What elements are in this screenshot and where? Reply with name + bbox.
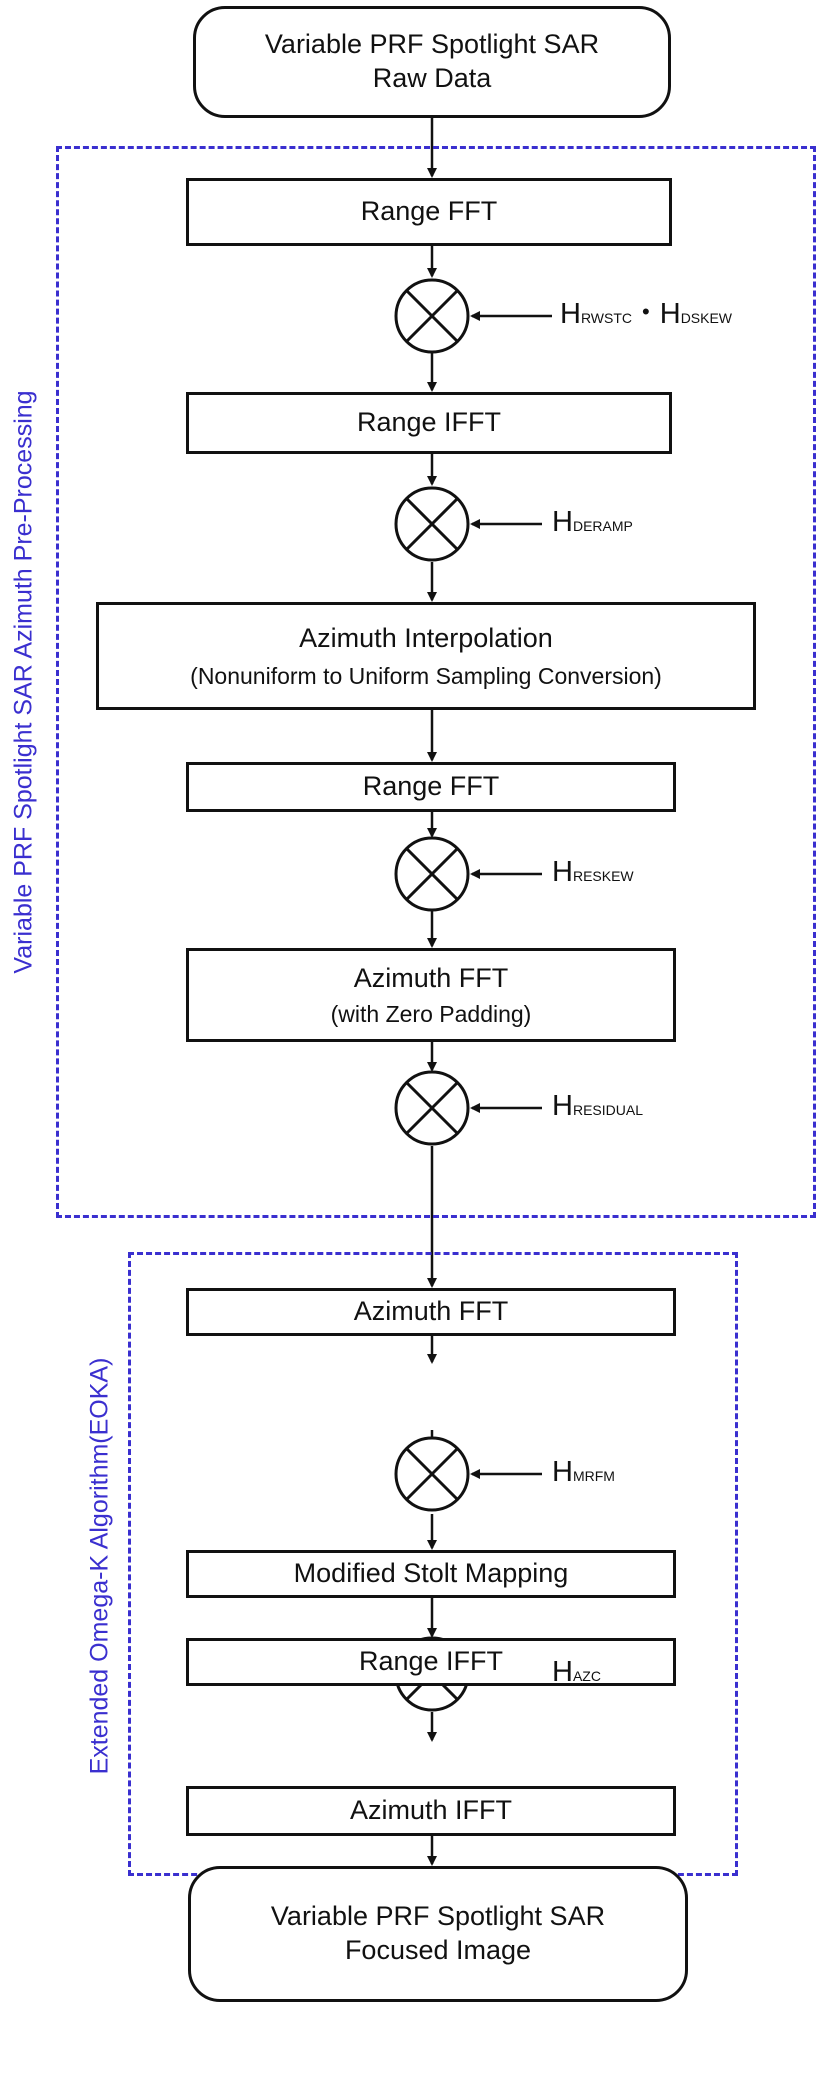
filter-subscript: AZC [572, 1668, 601, 1684]
filter-subscript: DSKEW [680, 310, 733, 326]
filter-letter: H [659, 298, 681, 330]
filter-label-reskew: HRESKEW [552, 856, 634, 889]
input-node: Variable PRF Spotlight SAR Raw Data [193, 6, 671, 118]
step-label: Range FFT [360, 196, 498, 227]
filter-label-deramp: HDERAMP [552, 506, 633, 539]
filter-label-azc: HAZC [552, 1656, 601, 1689]
multiplier-node [394, 278, 470, 354]
step-range-ifft: Range IFFT [186, 392, 672, 454]
step-label: Range IFFT [356, 407, 502, 438]
step-label: Azimuth FFT [353, 1296, 509, 1327]
step-label: Range IFFT [358, 1646, 504, 1677]
filter-subscript: RESIDUAL [572, 1102, 643, 1118]
step-sublabel: (Nonuniform to Uniform Sampling Conversi… [190, 662, 662, 689]
filter-letter: H [552, 856, 573, 888]
multiplier-node [394, 836, 470, 912]
step-range-ifft-eoka: Range IFFT [186, 1638, 676, 1686]
step-modified-stolt-mapping: Modified Stolt Mapping [186, 1550, 676, 1598]
filter-subscript: RESKEW [572, 868, 634, 884]
step-label: Azimuth FFT [353, 962, 509, 993]
filter-subscript: RWSTC [580, 310, 633, 326]
eoka-group-title: Extended Omega-K Algorithm(EOKA) [85, 1357, 114, 1775]
step-label: Azimuth IFFT [349, 1795, 512, 1826]
step-azimuth-fft-zero-padding: Azimuth FFT (with Zero Padding) [186, 948, 676, 1042]
filter-subscript: MRFM [572, 1468, 615, 1484]
step-label: Azimuth Interpolation [299, 622, 553, 653]
preprocessing-group-title: Variable PRF Spotlight SAR Azimuth Pre-P… [9, 390, 38, 974]
input-line2: Raw Data [372, 63, 492, 93]
multiplier-node [394, 1070, 470, 1146]
filter-label-mrfm: HMRFM [552, 1456, 615, 1489]
step-label: Modified Stolt Mapping [293, 1558, 569, 1589]
step-sublabel: (with Zero Padding) [330, 1000, 532, 1027]
filter-label-residual: HRESIDUAL [552, 1090, 643, 1123]
step-range-fft: Range FFT [186, 178, 672, 246]
output-line2: Focused Image [344, 1935, 532, 1965]
output-line1: Variable PRF Spotlight SAR [270, 1901, 606, 1932]
multiplier-node [394, 1436, 470, 1512]
step-range-fft-2: Range FFT [186, 762, 676, 812]
filter-separator: • [642, 299, 650, 324]
multiplier-node [394, 486, 470, 562]
filter-letter: H [560, 298, 581, 330]
output-node: Variable PRF Spotlight SAR Focused Image [188, 1866, 688, 2002]
filter-subscript: DERAMP [572, 518, 633, 534]
step-azimuth-fft: Azimuth FFT [186, 1288, 676, 1336]
filter-letter: H [552, 1090, 573, 1122]
input-line1: Variable PRF Spotlight SAR [264, 29, 600, 60]
step-azimuth-ifft-eoka: Azimuth IFFT [186, 1786, 676, 1836]
filter-letter: H [552, 506, 573, 538]
preprocessing-group [56, 146, 816, 1218]
filter-label-rwstc-dskew: HRWSTC•HDSKEW [560, 298, 732, 331]
step-azimuth-interpolation: Azimuth Interpolation (Nonuniform to Uni… [96, 602, 756, 710]
step-label: Range FFT [362, 771, 500, 802]
filter-letter: H [552, 1456, 573, 1488]
filter-letter: H [552, 1656, 573, 1688]
